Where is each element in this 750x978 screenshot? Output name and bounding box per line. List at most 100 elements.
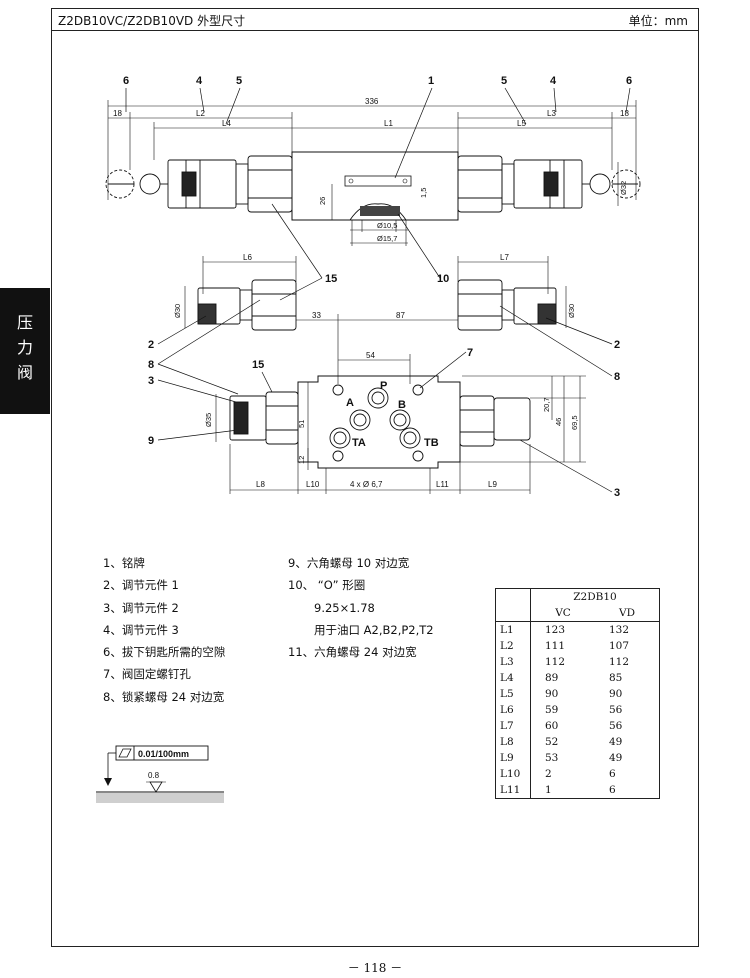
value-vd: 49 — [595, 734, 660, 750]
value-vd: 85 — [595, 670, 660, 686]
callout-3-left: 3 — [148, 375, 154, 387]
legend-left: 1、铭牌 2、调节元件 1 3、调节元件 2 4、调节元件 3 6、拔下钥匙所需… — [103, 552, 225, 708]
page-header: Z2DB10VC/Z2DB10VD 外型尺寸 单位：mm — [52, 9, 698, 31]
legend-item: 8、锁紧螺母 24 对边宽 — [103, 689, 225, 704]
callout-1: 1 — [428, 75, 434, 87]
row-label: L1 — [495, 621, 531, 638]
legend-item: 6、拔下钥匙所需的空隙 — [103, 645, 226, 660]
value-vc: 111 — [545, 640, 566, 652]
surface-finish-symbol: 0.01/100mm 0.8 — [96, 745, 224, 803]
callout-15-bottom: 15 — [252, 359, 264, 371]
dim-54: 54 — [366, 351, 375, 360]
row-label: L7 — [495, 718, 531, 734]
dim-L4: L4 — [222, 119, 231, 128]
dim-46: 46 — [554, 418, 563, 426]
dim-18-left: 18 — [113, 109, 122, 118]
dim-87: 87 — [396, 311, 405, 320]
table-row: L8 52 49 — [495, 734, 660, 750]
dim-1-5: 1,5 — [419, 188, 428, 198]
row-label: L10 — [495, 766, 531, 782]
page-title: Z2DB10VC/Z2DB10VD 外型尺寸 — [58, 14, 246, 28]
dim-L1: L1 — [384, 119, 393, 128]
side-tab: 压 力 阀 — [0, 288, 50, 414]
table-col-vd: VD — [595, 605, 660, 622]
table-col-vc: VC — [530, 605, 595, 622]
legend-right: 9、六角螺母 10 对边宽 10、 “O” 形圈 9.25×1.78 用于油口 … — [288, 552, 434, 663]
dim-L7: L7 — [500, 253, 509, 262]
row-label: L5 — [495, 686, 531, 702]
technical-drawing: 6 4 5 1 5 4 6 336 18 18 L2 L3 L — [105, 75, 641, 499]
port-TA: TA — [352, 437, 366, 449]
side-tab-char: 力 — [16, 338, 33, 357]
value-vc: 53 — [545, 752, 559, 764]
dim-L5: L5 — [517, 119, 526, 128]
dim-d30-left: Ø30 — [173, 304, 182, 318]
dim-20-7: 20,7 — [542, 397, 551, 412]
value-vc: 60 — [545, 720, 559, 732]
callout-10: 10 — [437, 273, 449, 285]
value-vd: 112 — [595, 654, 660, 670]
callout-8-right: 8 — [614, 371, 620, 383]
port-TB: TB — [424, 437, 439, 449]
dim-L11: L11 — [436, 480, 449, 489]
callout-15-top: 15 — [325, 273, 337, 285]
legend-item: 2、调节元件 1 — [103, 578, 179, 593]
surface-hatch — [96, 793, 224, 803]
value-vc: 1 — [530, 782, 595, 799]
row-label: L4 — [495, 670, 531, 686]
dim-L3: L3 — [547, 109, 556, 118]
value-vc: 59 — [545, 704, 559, 716]
legend-item: 11、六角螺母 24 对边宽 — [288, 645, 417, 660]
dim-33: 33 — [312, 311, 321, 320]
callout-2-left: 2 — [148, 339, 154, 351]
dim-18-right: 18 — [620, 109, 629, 118]
arrow-down-icon — [104, 778, 112, 786]
legend-item: 用于油口 A2,B2,P2,T2 — [314, 622, 434, 637]
page-number: － 118 － — [347, 961, 403, 975]
legend-item: 4、调节元件 3 — [103, 622, 179, 637]
value-vc: 52 — [545, 736, 559, 748]
dim-d35: Ø35 — [204, 413, 213, 427]
row-label: L11 — [495, 782, 531, 799]
row-label: L8 — [495, 734, 531, 750]
legend-item: 1、铭牌 — [103, 556, 145, 570]
side-tab-char: 压 — [16, 313, 33, 332]
flatness-icon — [118, 748, 132, 758]
value-vc: 123 — [545, 624, 566, 636]
dim-d32: Ø32 — [619, 181, 628, 195]
value-vc: 89 — [545, 672, 559, 684]
dim-51: 51 — [297, 420, 306, 428]
callout-4-left: 4 — [196, 75, 203, 87]
row-label: L2 — [495, 638, 531, 654]
dim-holes: 4 x Ø 6,7 — [350, 480, 383, 489]
dim-69-5: 69,5 — [570, 415, 579, 430]
port-B: B — [398, 399, 406, 411]
table-corner — [495, 588, 531, 622]
port-A: A — [346, 397, 354, 409]
dim-d15-7: Ø15,7 — [377, 234, 397, 243]
dim-d30-right: Ø30 — [567, 304, 576, 318]
callout-6-right: 6 — [626, 75, 632, 87]
callout-9: 9 — [148, 435, 154, 447]
callout-7: 7 — [467, 347, 473, 359]
callout-5-right: 5 — [501, 75, 507, 87]
legend-item: 3、调节元件 2 — [103, 600, 179, 615]
value-vd: 56 — [595, 702, 660, 718]
dim-L8: L8 — [256, 480, 265, 489]
value-vc: 112 — [545, 656, 566, 668]
dim-L6: L6 — [243, 253, 252, 262]
legend-item: 10、 “O” 形圈 — [288, 578, 366, 593]
value-vd: 6 — [595, 766, 660, 782]
unit-label: 单位：mm — [628, 14, 688, 28]
value-vd: 49 — [595, 750, 660, 766]
dim-336: 336 — [365, 97, 379, 106]
